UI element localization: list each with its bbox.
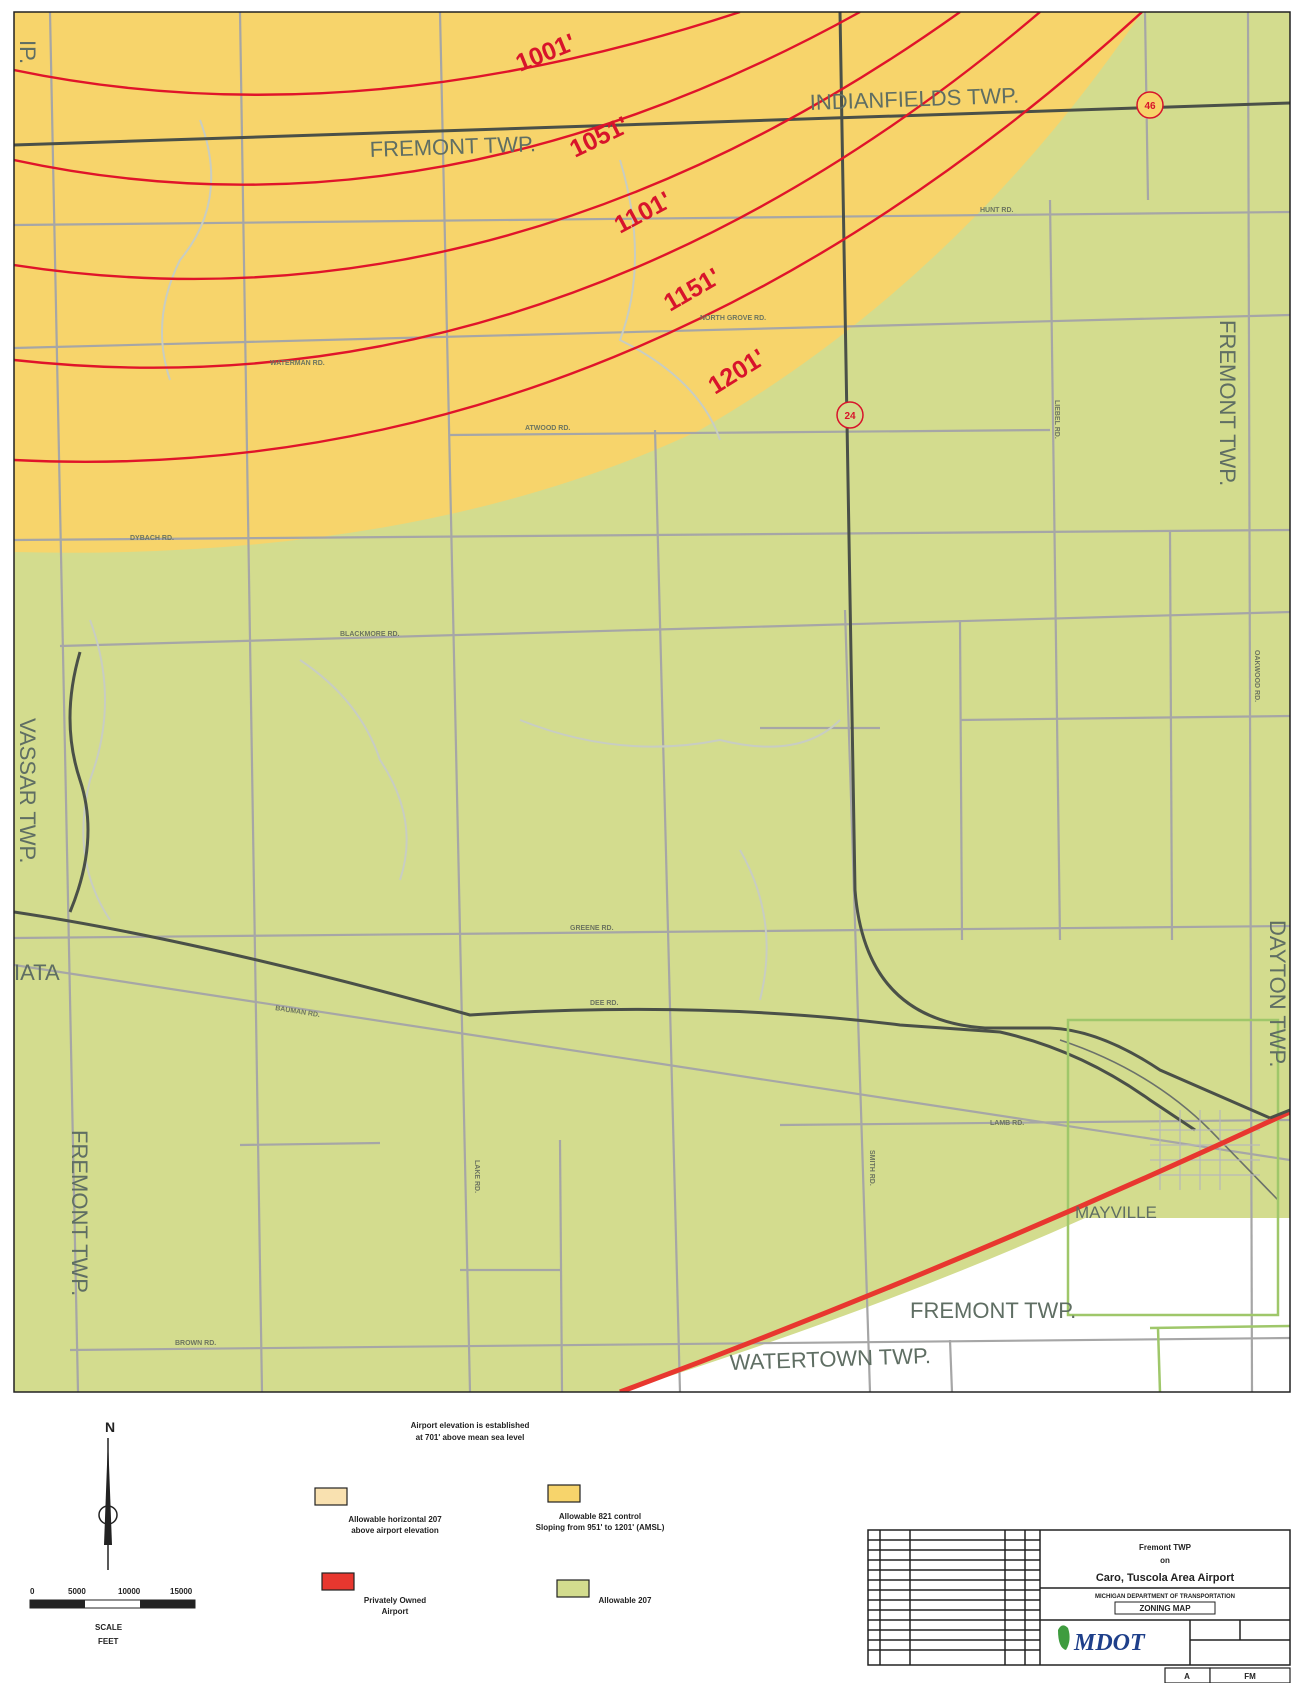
township-label: FREMONT TWP.	[67, 1130, 92, 1296]
svg-text:24: 24	[844, 411, 856, 422]
road-label: HUNT RD.	[980, 207, 1013, 214]
road-label: ATWOOD RD.	[525, 425, 570, 432]
section-roads	[14, 12, 1290, 1392]
airport-name: Caro, Tuscola Area Airport	[1096, 1572, 1235, 1584]
highway-shield-24: 24	[836, 401, 864, 429]
road-label: WATERMAN RD.	[270, 360, 325, 367]
sheet-title: ZONING MAP	[1139, 1604, 1191, 1613]
scale-tick: 0	[30, 1587, 35, 1596]
map-area: 1001' 1051' 1101' 1151' 1201' IP. INDIAN…	[14, 12, 1290, 1392]
road-label: OAKWOOD RD.	[1253, 650, 1260, 702]
legend-swatch	[556, 1579, 590, 1598]
rivers	[82, 119, 841, 1001]
township-label: FREMONT TWP.	[1215, 320, 1240, 486]
scale-unit: FEET	[98, 1637, 119, 1646]
legend-swatch	[547, 1484, 581, 1503]
road-label: SMITH RD.	[868, 1150, 875, 1186]
footer-right: FM	[1244, 1672, 1256, 1681]
legend-label: Allowable horizontal 207	[348, 1515, 442, 1524]
road-label: DEE RD.	[590, 1000, 618, 1007]
legend-label: Allowable 207	[599, 1596, 652, 1605]
highway-shield-46: 46	[1136, 91, 1164, 119]
legend-label: Privately Owned	[364, 1596, 426, 1605]
prohibited-boundary	[619, 1109, 1290, 1392]
mayville-grid	[1150, 1110, 1260, 1190]
airport-note: at 701' above mean sea level	[416, 1433, 525, 1442]
footer-left: A	[1184, 1672, 1190, 1681]
road-label: BLACKMORE RD.	[340, 631, 400, 638]
legend-label: above airport elevation	[351, 1526, 439, 1535]
township-border	[1066, 1018, 1290, 1392]
legend-label: Airport	[382, 1607, 409, 1616]
road-label: NORTH GROVE RD.	[700, 315, 766, 322]
legend: N 0 5000 10000 15000 SCALE FEET Airport …	[29, 1419, 665, 1646]
scale-tick: 15000	[170, 1587, 193, 1596]
legend-label: Allowable 821 control	[559, 1512, 641, 1521]
township-label: FREMONT TWP.	[910, 1298, 1076, 1323]
road-label: GREENE RD.	[570, 925, 614, 932]
road-label: BROWN RD.	[175, 1340, 216, 1347]
highways	[14, 12, 1290, 1132]
scale-tick: 5000	[68, 1587, 86, 1596]
scale-label: SCALE	[95, 1623, 123, 1632]
township-label: IP.	[15, 40, 40, 64]
township-label: FREMONT TWP.	[369, 131, 536, 162]
title-line: on	[1160, 1556, 1170, 1565]
road-label: LAKE RD.	[473, 1160, 480, 1193]
title-block: Fremont TWP on Caro, Tuscola Area Airpor…	[867, 1529, 1291, 1683]
mdot-logo-text: MDOT	[1073, 1630, 1146, 1656]
road-label: DYBACH RD.	[130, 535, 174, 542]
title-line: Fremont TWP	[1139, 1543, 1192, 1552]
road-label: LIEBEL RD.	[1053, 400, 1060, 439]
legend-label: Sloping from 951' to 1201' (AMSL)	[536, 1523, 665, 1532]
airport-note: Airport elevation is established	[411, 1421, 530, 1430]
legend-swatch	[321, 1572, 355, 1591]
agency-name: MICHIGAN DEPARTMENT OF TRANSPORTATION	[1095, 1594, 1235, 1600]
mdot-logo: MDOT	[1058, 1625, 1146, 1656]
svg-text:46: 46	[1144, 101, 1156, 112]
contour-lines	[14, 12, 1143, 463]
township-label: DAYTON TWP.	[1265, 920, 1290, 1068]
map-frame	[13, 11, 1291, 1393]
township-label: IATA	[14, 960, 60, 985]
township-label: MAYVILLE	[1075, 1203, 1157, 1222]
white-zone	[620, 1218, 1290, 1392]
legend-swatch	[314, 1487, 348, 1506]
township-label: VASSAR TWP.	[15, 718, 40, 864]
scale-tick: 10000	[118, 1587, 141, 1596]
north-label: N	[105, 1419, 115, 1435]
railroad	[1059, 1039, 1279, 1201]
road-label: LAMB RD.	[990, 1120, 1024, 1127]
